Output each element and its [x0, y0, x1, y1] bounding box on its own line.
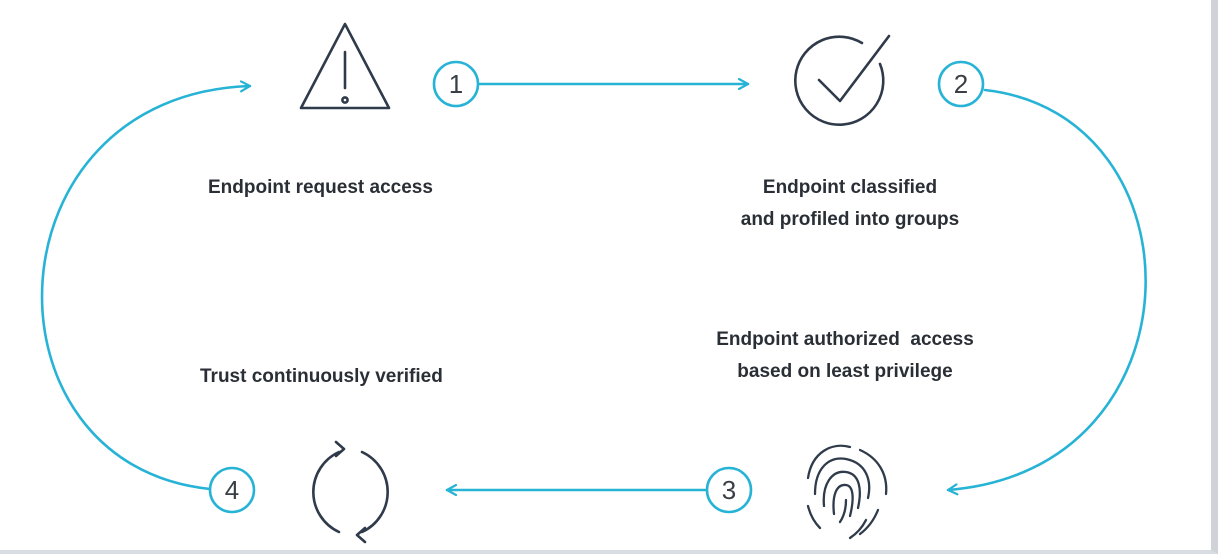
step-number-1: 1: [449, 69, 463, 99]
step-number-4: 4: [225, 475, 239, 505]
step-number-3: 3: [722, 475, 736, 505]
step-badge-2: 2: [937, 60, 985, 108]
step-badge-4: 4: [208, 466, 256, 514]
step-2-label-line-1: Endpoint classified: [762, 177, 938, 198]
step-3-label-line-1: Endpoint authorized access: [716, 329, 974, 350]
refresh-cycle-icon: [312, 440, 389, 544]
fingerprint-icon: [806, 444, 888, 540]
step-1-label: Endpoint request access: [208, 172, 518, 204]
warning-triangle-icon: [299, 22, 391, 110]
step-2-label: Endpoint classified and profiled into gr…: [680, 172, 1020, 236]
step-badge-1: 1: [432, 60, 480, 108]
step-number-2: 2: [954, 69, 968, 99]
arrow-step4-to-step1: [40, 86, 252, 491]
step-3-label: Endpoint authorized access based on leas…: [660, 324, 1030, 388]
step-badge-3: 3: [705, 466, 753, 514]
arrow-step2-to-step3: [946, 88, 1147, 490]
step-4-label: Trust continuously verified: [200, 361, 540, 393]
step-1-label-line-1: Endpoint request access: [208, 177, 433, 198]
step-3-label-line-2: based on least privilege: [737, 361, 953, 382]
checkmark-circle-icon: [793, 34, 891, 126]
step-4-label-line-1: Trust continuously verified: [200, 366, 443, 387]
step-2-label-line-2: and profiled into groups: [740, 209, 960, 230]
